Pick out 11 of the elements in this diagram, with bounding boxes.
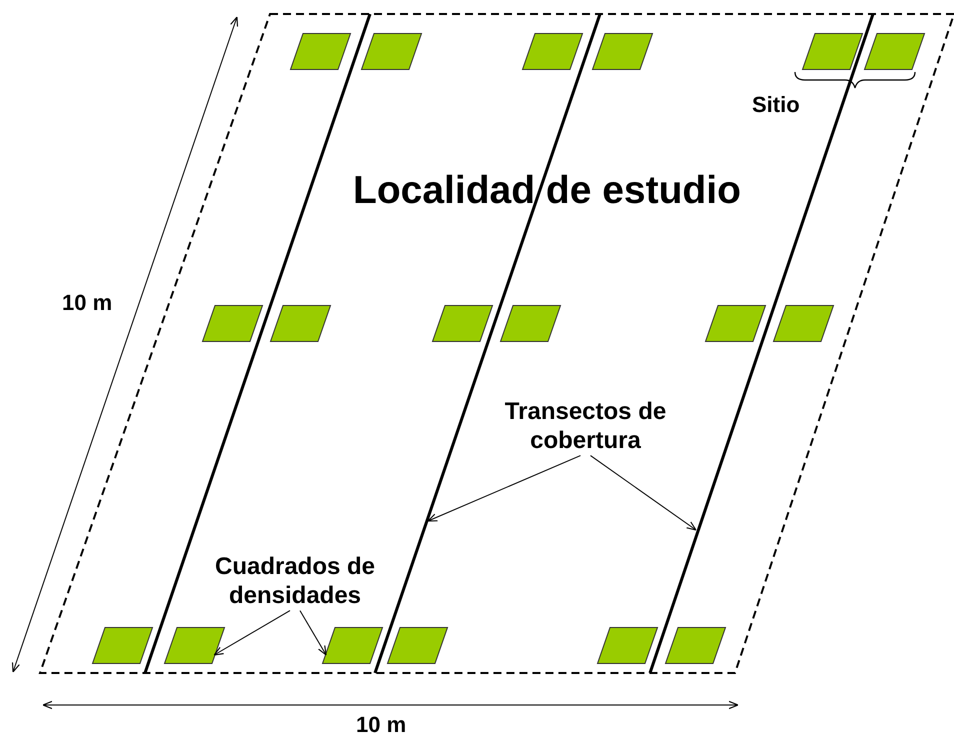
plot-title: Localidad de estudio [353, 168, 741, 214]
leader-line [300, 610, 327, 656]
dimension-label: 10 m [62, 290, 112, 316]
dimension-label: 10 m [356, 712, 406, 738]
callout-text: Cuadrados de densidades [185, 553, 405, 611]
leader-line [427, 455, 581, 522]
leader-line [590, 455, 697, 531]
site-label: Sitio [752, 92, 800, 118]
leader-line [214, 610, 290, 656]
study-plot [38, 12, 954, 675]
callout-text: Transectos de cobertura [478, 398, 693, 456]
